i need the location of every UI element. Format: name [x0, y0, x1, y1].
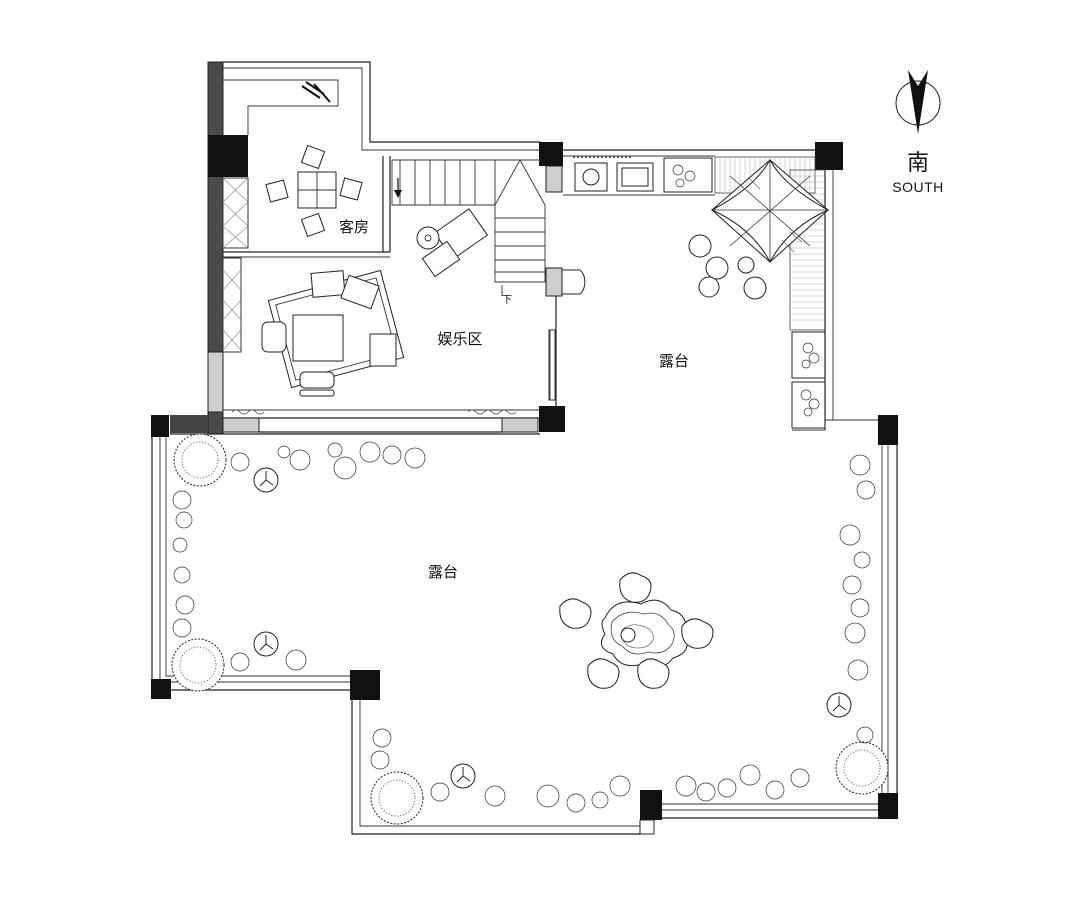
tree-icons — [253, 467, 852, 789]
building-walls — [207, 61, 843, 435]
stair-arrow-icon — [394, 190, 402, 198]
terrace-railing — [151, 415, 898, 835]
shrub-icons — [171, 433, 889, 825]
compass-direction-char: 南 — [907, 151, 929, 176]
entertainment-area-label: 娱乐区 — [437, 330, 482, 348]
groundcover-plants — [172, 441, 876, 813]
terrace-upper-label: 露台 — [659, 352, 689, 370]
guest-room-label: 客房 — [339, 218, 369, 236]
compass-direction-word: SOUTH — [892, 179, 944, 195]
staircase — [391, 159, 546, 296]
patio-umbrella-icon — [710, 158, 830, 264]
terrace-lower-label: 露台 — [428, 563, 458, 581]
outdoor-chairs — [688, 234, 767, 300]
stair-down-label: 下 — [502, 295, 512, 306]
north-arrow-icon — [895, 70, 941, 134]
entertainment-furniture — [261, 208, 489, 397]
rockery-feature — [600, 599, 688, 668]
guest-room-furniture — [252, 81, 368, 253]
stepping-stone-icons — [559, 572, 714, 689]
wooden-deck — [714, 156, 880, 431]
kitchen-counter — [561, 156, 713, 295]
